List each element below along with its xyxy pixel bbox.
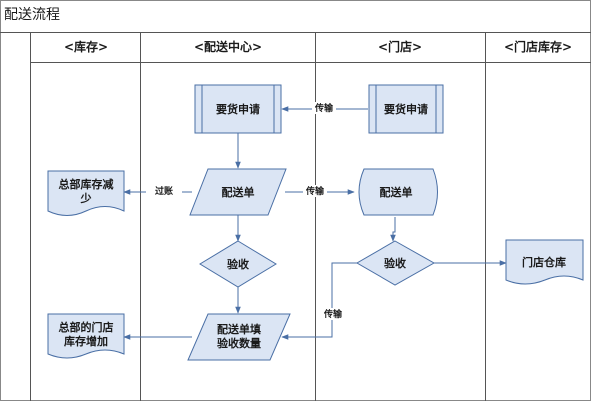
edge-store-check-to-fill-order — [281, 262, 358, 340]
node-store-delivery-order-label: 配送单 — [380, 185, 413, 199]
node-request-store-label: 要货申请 — [384, 102, 428, 116]
node-store-check: 验收 — [356, 240, 436, 286]
edge-label-transfer-3: 传输 — [323, 308, 343, 320]
node-fill-order-line2: 验收数量 — [217, 336, 261, 350]
node-request-dc: 要货申请 — [194, 84, 282, 134]
node-request-dc-label: 要货申请 — [216, 102, 260, 116]
node-hq-store-stock-increase: 总部的门店 库存增加 — [47, 313, 125, 359]
node-hq-stock-decrease-line2: 少 — [80, 191, 92, 205]
node-fill-order-line1: 配送单填 — [217, 322, 261, 336]
lane-title-distribution-center: <配送中心> — [194, 39, 262, 54]
edge-label-posting: 过账 — [155, 185, 173, 197]
node-delivery-order-label: 配送单 — [222, 185, 255, 199]
lane-title-store: <门店> — [378, 39, 422, 54]
node-store-warehouse-label: 门店仓库 — [522, 255, 566, 269]
lane-title-store-stock: <门店库存> — [504, 39, 572, 54]
diagram-title: 配送流程 — [4, 7, 60, 23]
edge-label-transfer-1: 传输 — [314, 102, 334, 114]
node-store-delivery-order: 配送单 — [358, 168, 438, 216]
edge-store-order-to-store-check — [390, 217, 396, 242]
node-store-check-label: 验收 — [384, 256, 406, 270]
lane-title-stock: <库存> — [64, 39, 108, 54]
edge-label-transfer-2: 传输 — [305, 185, 325, 197]
node-request-store: 要货申请 — [368, 84, 444, 134]
node-fill-order: 配送单填 验收数量 — [187, 313, 291, 361]
node-dc-check: 验收 — [199, 240, 277, 288]
node-delivery-order: 配送单 — [189, 168, 287, 216]
node-hq-store-stock-increase-line2: 库存增加 — [64, 334, 108, 348]
node-hq-stock-decrease: 总部库存减 少 — [47, 170, 125, 216]
node-store-warehouse: 门店仓库 — [505, 239, 584, 285]
node-dc-check-label: 验收 — [227, 257, 249, 271]
node-hq-store-stock-increase-line1: 总部的门店 — [59, 320, 114, 334]
node-hq-stock-decrease-line1: 总部库存减 — [59, 177, 114, 191]
